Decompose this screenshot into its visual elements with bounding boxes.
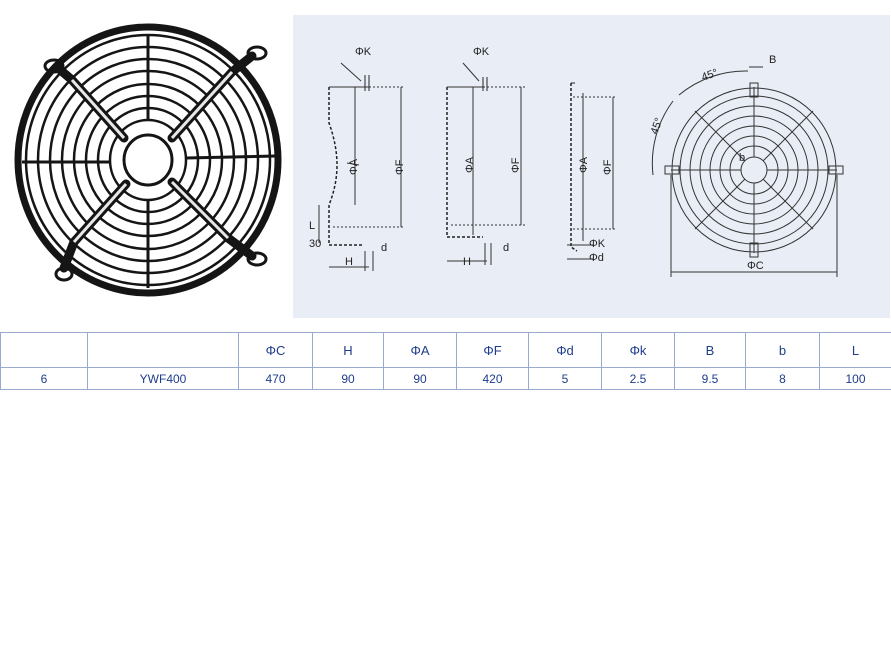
table-cell: 90: [312, 367, 384, 390]
label-phi-a-2: ΦA: [464, 156, 476, 173]
table-cell: 2.5: [601, 367, 675, 390]
label-h-2: H: [463, 256, 471, 268]
table-cell: 100: [819, 367, 891, 390]
table-header-cell: [87, 332, 239, 368]
label-angle-1: 45°: [700, 67, 720, 84]
label-phi-k-1: ΦK: [355, 46, 372, 58]
table-cell: 470: [238, 367, 313, 390]
table-cell: 6: [0, 367, 88, 390]
table-header-cell: ΦC: [238, 332, 313, 368]
table-header-cell: B: [674, 332, 746, 368]
label-b-lower: b: [739, 152, 745, 164]
label-phi-a-1: ΦA: [348, 158, 360, 175]
label-phi-c: ΦC: [747, 260, 764, 272]
label-thirty: 30: [309, 238, 321, 250]
table-header-cell: ΦA: [383, 332, 457, 368]
table-header-cell: H: [312, 332, 384, 368]
table-row: 6 YWF400 470 90 90 420 5 2.5 9.5 8 100: [0, 367, 891, 390]
fan-guard-photo: [14, 20, 286, 302]
label-phi-f-1: ΦF: [394, 159, 406, 175]
label-phi-k-3: ΦK: [589, 238, 606, 250]
label-phi-d: Φd: [589, 252, 604, 264]
label-d-2: d: [503, 242, 509, 254]
table-cell: YWF400: [87, 367, 239, 390]
spec-table: ΦC H ΦA ΦF Φd Φk B b L 6 YWF400 470 90 9…: [0, 332, 891, 390]
label-l: L: [309, 220, 315, 232]
technical-drawing: ΦK ΦK ΦA ΦF ΦA ΦF ΦA ΦF L 30 H d H d ΦK …: [293, 15, 890, 318]
label-phi-a-3: ΦA: [578, 156, 590, 173]
table-header-cell: b: [745, 332, 820, 368]
label-b-upper: B: [769, 54, 776, 66]
table-cell: 5: [528, 367, 602, 390]
label-phi-f-2: ΦF: [510, 157, 522, 173]
table-cell: 9.5: [674, 367, 746, 390]
table-header-cell: L: [819, 332, 891, 368]
table-header-cell: Φk: [601, 332, 675, 368]
table-cell: 8: [745, 367, 820, 390]
table-cell: 90: [383, 367, 457, 390]
label-d-1: d: [381, 242, 387, 254]
table-cell: 420: [456, 367, 529, 390]
table-header-cell: ΦF: [456, 332, 529, 368]
label-phi-f-3: ΦF: [602, 159, 614, 175]
table-header-cell: [0, 332, 88, 368]
label-phi-k-2: ΦK: [473, 46, 490, 58]
label-h-1: H: [345, 256, 353, 268]
table-header-row: ΦC H ΦA ΦF Φd Φk B b L: [0, 332, 891, 368]
label-angle-2: 45°: [649, 116, 666, 136]
table-header-cell: Φd: [528, 332, 602, 368]
